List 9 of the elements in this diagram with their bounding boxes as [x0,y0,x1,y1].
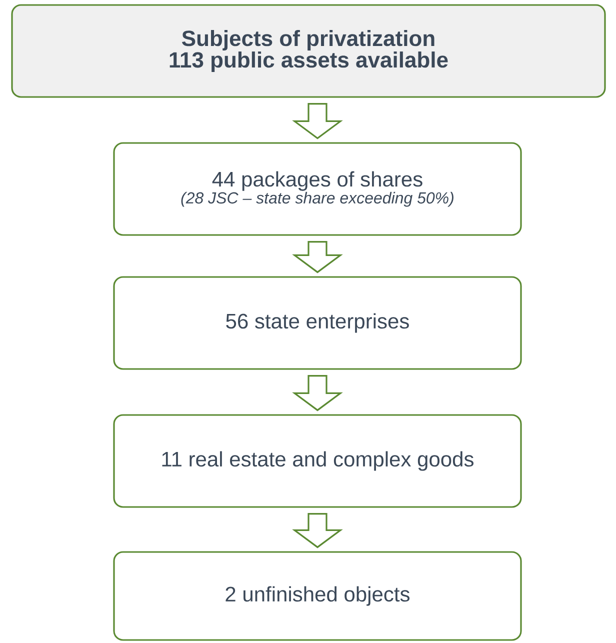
process-box: 2 unfinished objects [113,551,522,641]
block-arrow [292,241,343,274]
block-arrow [292,103,343,140]
block-arrow [292,375,343,412]
block-arrow [292,513,343,548]
process-box: 44 packages of shares (28 JSC – state share exceeding 50%) [113,142,522,236]
process-box: 56 state enterprises [113,276,522,370]
process-box: 11 real estate and complex goods [113,414,522,508]
heading-box: Subjects of privatization 113 public assets available [11,4,606,98]
